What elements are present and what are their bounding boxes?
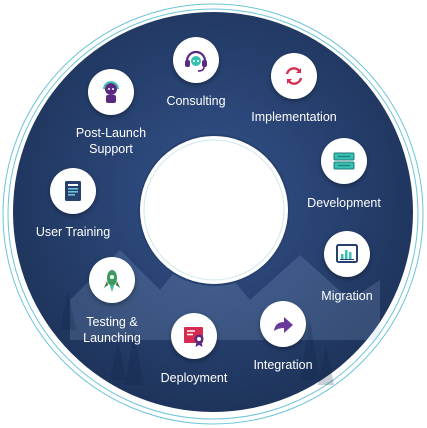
integration-label: Integration [253,358,313,372]
deployment-bubble [171,313,217,359]
refresh-arrows-icon [285,67,303,85]
rocket-icon [104,270,120,292]
migration-bubble [324,231,370,277]
support-agent-icon [103,81,119,103]
testing-bubble [89,257,135,303]
consulting-bubble [173,37,219,83]
development-label: Development [307,196,381,210]
certificate-icon [184,327,204,347]
training-label: User Training [35,225,111,239]
deployment-label: Deployment [160,371,228,385]
testing-label: Testing & Launching [83,315,141,345]
forward-arrow-icon [274,317,293,333]
consulting-label: Consulting [166,94,226,108]
document-icon [65,181,81,201]
chart-monitor-icon [336,244,358,263]
headset-icon [185,50,207,72]
integration-bubble [260,301,306,347]
implementation-bubble [271,53,317,99]
support-bubble [88,69,134,115]
tree-silhouette [60,290,334,385]
support-label: Post-Launch Support [75,126,147,156]
training-bubble [50,168,96,214]
server-icon [333,152,355,170]
implementation-label: Implementation [251,110,337,124]
migration-label: Migration [321,289,373,303]
development-bubble [321,138,367,184]
